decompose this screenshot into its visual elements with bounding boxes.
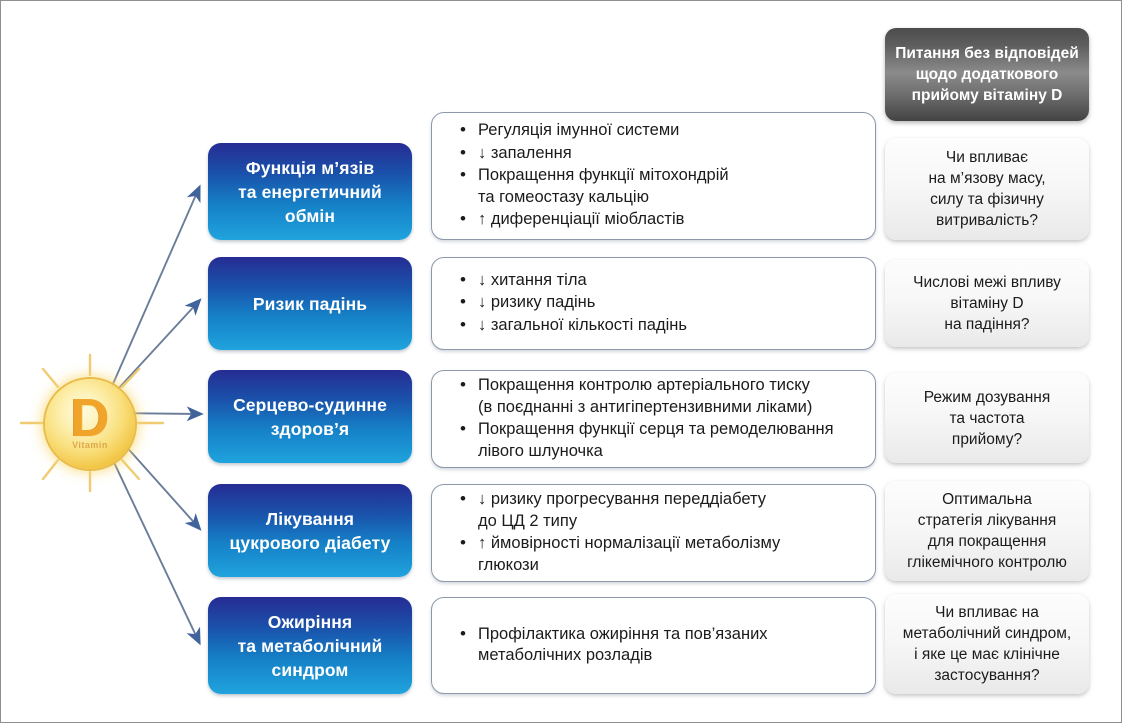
category-box-1[interactable]: Функція м’язів та енергетичний обмін — [208, 143, 412, 240]
question-text-3: Режим дозування та частота прийому? — [923, 388, 1051, 448]
question-box-3[interactable]: Режим дозування та частота прийому? — [885, 373, 1089, 463]
effect-item: Профілактика ожиріння та пов’язаних мета… — [456, 623, 863, 667]
effect-item: Покращення функції мітохондрій та гомеос… — [456, 164, 863, 208]
question-text-2: Числові межі впливу вітаміну D на падінн… — [913, 274, 1061, 333]
effects-box-1: Регуляція імунної системи ↓ запалення По… — [431, 112, 876, 240]
question-box-1[interactable]: Чи впливає на м’язову масу, силу та фізи… — [885, 138, 1089, 240]
effects-box-3: Покращення контролю артеріального тиску … — [431, 370, 876, 468]
effects-list-5: Профілактика ожиріння та пов’язаних мета… — [432, 623, 875, 668]
category-label-5: Ожиріння та метаболічний синдром — [237, 611, 383, 680]
category-label-4: Лікування цукрового діабету — [229, 508, 391, 553]
question-text-1: Чи впливає на м’язову масу, силу та фізи… — [928, 149, 1046, 229]
effect-item: ↓ ризику прогресування переддіабету до Ц… — [456, 488, 863, 532]
effects-box-4: ↓ ризику прогресування переддіабету до Ц… — [431, 484, 876, 582]
category-box-5[interactable]: Ожиріння та метаболічний синдром — [208, 597, 412, 694]
question-box-5[interactable]: Чи впливає на метаболічний синдром, і як… — [885, 594, 1089, 694]
question-text-5: Чи впливає на метаболічний синдром, і як… — [902, 604, 1072, 684]
questions-header: Питання без відповідей щодо додаткового … — [885, 28, 1089, 121]
question-box-4[interactable]: Оптимальна стратегія лікування для покра… — [885, 481, 1089, 581]
category-box-4[interactable]: Лікування цукрового діабету — [208, 484, 412, 577]
effect-item: ↓ запалення — [456, 142, 863, 165]
effects-list-4: ↓ ризику прогресування переддіабету до Ц… — [432, 488, 875, 577]
effect-item: ↓ хитання тіла — [456, 269, 863, 292]
effects-list-3: Покращення контролю артеріального тиску … — [432, 374, 875, 463]
sun-rays-icon — [19, 353, 165, 493]
effects-box-5: Профілактика ожиріння та пов’язаних мета… — [431, 597, 876, 694]
vitamin-d-disc: D Vitamin — [45, 379, 135, 469]
questions-header-text: Питання без відповідей щодо додаткового … — [895, 45, 1079, 104]
effects-box-2: ↓ хитання тіла ↓ ризику падінь ↓ загальн… — [431, 257, 876, 350]
effects-list-2: ↓ хитання тіла ↓ ризику падінь ↓ загальн… — [432, 269, 875, 338]
effect-item: Покращення контролю артеріального тиску … — [456, 374, 863, 418]
category-box-2[interactable]: Ризик падінь — [208, 257, 412, 350]
effect-item: ↓ загальної кількості падінь — [456, 314, 863, 337]
vitamin-d-letter: D — [70, 388, 110, 448]
vitamin-d-caption: Vitamin — [72, 440, 108, 450]
question-text-4: Оптимальна стратегія лікування для покра… — [907, 491, 1067, 571]
effect-item: ↑ диференціації міобластів — [456, 208, 863, 231]
vitamin-d-emblem: D Vitamin — [17, 353, 167, 493]
effects-list-1: Регуляція імунної системи ↓ запалення По… — [432, 119, 875, 232]
category-label-2: Ризик падінь — [252, 293, 368, 314]
effect-item: ↓ ризику падінь — [456, 291, 863, 314]
category-label-3: Серцево-судинне здоров’я — [233, 394, 387, 439]
effect-item: Покращення функції серця та ремоделюванн… — [456, 418, 863, 462]
effect-item: Регуляція імунної системи — [456, 119, 863, 142]
category-label-1: Функція м’язів та енергетичний обмін — [238, 157, 382, 226]
question-box-2[interactable]: Числові межі впливу вітаміну D на падінн… — [885, 260, 1089, 347]
category-box-3[interactable]: Серцево-судинне здоров’я — [208, 370, 412, 463]
effect-item: ↑ ймовірності нормалізації метаболізму г… — [456, 532, 863, 576]
